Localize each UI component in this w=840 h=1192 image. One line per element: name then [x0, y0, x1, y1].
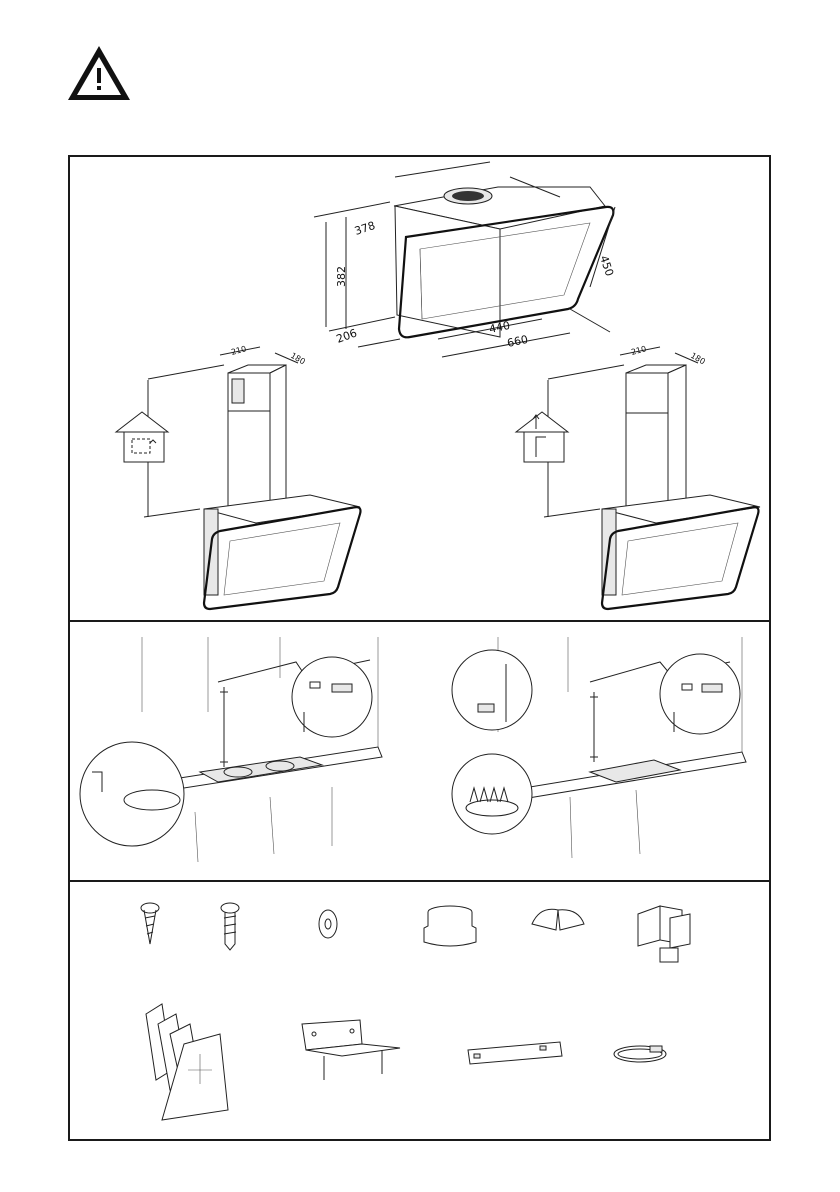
reduction-flange-icon: [424, 906, 476, 946]
screw-round-head-icon: [221, 903, 239, 950]
chimney-right-width: 210: [630, 344, 647, 357]
gas-hob-installation: [452, 637, 746, 858]
dim-total-width: 660: [506, 333, 529, 350]
chimney-left-depth: 180: [289, 351, 307, 366]
house-exhaust-icon: [516, 412, 568, 462]
house-recirculation-icon: [116, 412, 168, 462]
electric-hob-installation: [80, 637, 382, 862]
hood-left-recirculation: [144, 347, 361, 609]
instruction-booklet-icon: [146, 1004, 228, 1120]
screw-flat-head-icon: [141, 903, 159, 944]
dim-height-body: 382: [335, 266, 348, 287]
valve-flaps-icon: [532, 909, 584, 930]
wall-bracket-icon: [302, 1020, 400, 1080]
parts-panel: [70, 884, 769, 1139]
chimney-left-width: 210: [230, 344, 247, 357]
installation-drawing: [70, 622, 769, 882]
dim-width-top: 378: [353, 219, 377, 238]
chimney-bracket-icon: [638, 906, 690, 962]
installation-diagram-frame: 378 382 206 440 660 450: [68, 155, 771, 1141]
hanging-plate-icon: [468, 1042, 562, 1064]
parts-drawing: [70, 884, 769, 1139]
washer-icon: [319, 910, 337, 938]
warning-triangle-icon: [66, 44, 132, 102]
installation-height-panel: [70, 622, 769, 882]
dimensions-panel: 378 382 206 440 660 450: [70, 157, 769, 622]
chimney-right-depth: 180: [689, 351, 707, 366]
hose-clamp-icon: [614, 1046, 666, 1062]
dim-glass-height: 450: [597, 254, 616, 278]
dimensions-drawing: 378 382 206 440 660 450: [70, 157, 769, 622]
hood-right-exhaust: [544, 347, 760, 609]
